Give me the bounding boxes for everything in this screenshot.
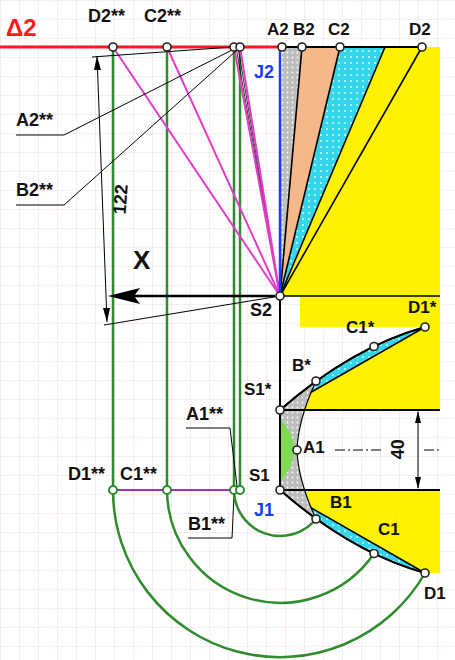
point-label: B* [292,356,311,376]
point-label: A2** [16,110,53,131]
point-label: C1** [120,464,157,485]
yellow-face [280,47,440,296]
rotation-arcs [113,490,425,657]
section-curve [280,327,425,410]
point-label: C2** [144,6,181,27]
point-markers [109,486,244,494]
point-label: B1 [330,493,352,513]
point-label: C1 [378,520,400,540]
dimension-40 [418,412,419,488]
point-label: D1** [68,464,105,485]
plane-label: Δ2 [6,14,37,42]
arrow-head [103,308,110,322]
point-label: A2 [267,20,289,40]
edge-line [280,489,440,491]
axis-line [279,296,281,490]
point-label: S1 [249,466,270,486]
link-lines [113,47,240,490]
point-label: D2** [88,6,125,27]
point-label: S2 [250,300,272,321]
rotated-lines [113,47,280,296]
point-label: B2 [293,20,315,40]
rotation-line [113,489,240,491]
arrow-head [108,288,140,304]
axis-label: X [133,246,150,276]
point-label: D1* [408,298,436,318]
point-label: S1* [244,380,271,400]
dimension-122 [92,47,280,325]
edge-line [280,295,440,297]
point-label: A1 [303,438,325,458]
arrow-head [94,56,101,70]
leader-lines [16,50,237,538]
arrow-head [415,477,421,489]
point-label: D2 [409,20,431,40]
point-label: C2 [328,20,350,40]
point-markers [109,43,429,577]
dimension-value: 122 [110,184,133,215]
point-label: A1** [186,404,223,425]
edge-line [280,409,440,411]
point-label: C1* [346,318,374,338]
point-label: B1** [188,514,225,535]
axis-label: J1 [254,500,274,521]
point-label: B2** [16,180,53,201]
cyan-face [280,47,385,296]
axis-line [279,47,282,296]
arrow-head [415,411,421,423]
dimension-value: 40 [388,439,409,459]
point-label: D1 [424,584,446,604]
direction-arrow [125,295,275,298]
section-curve [280,490,425,573]
axis-label: J2 [254,62,274,83]
